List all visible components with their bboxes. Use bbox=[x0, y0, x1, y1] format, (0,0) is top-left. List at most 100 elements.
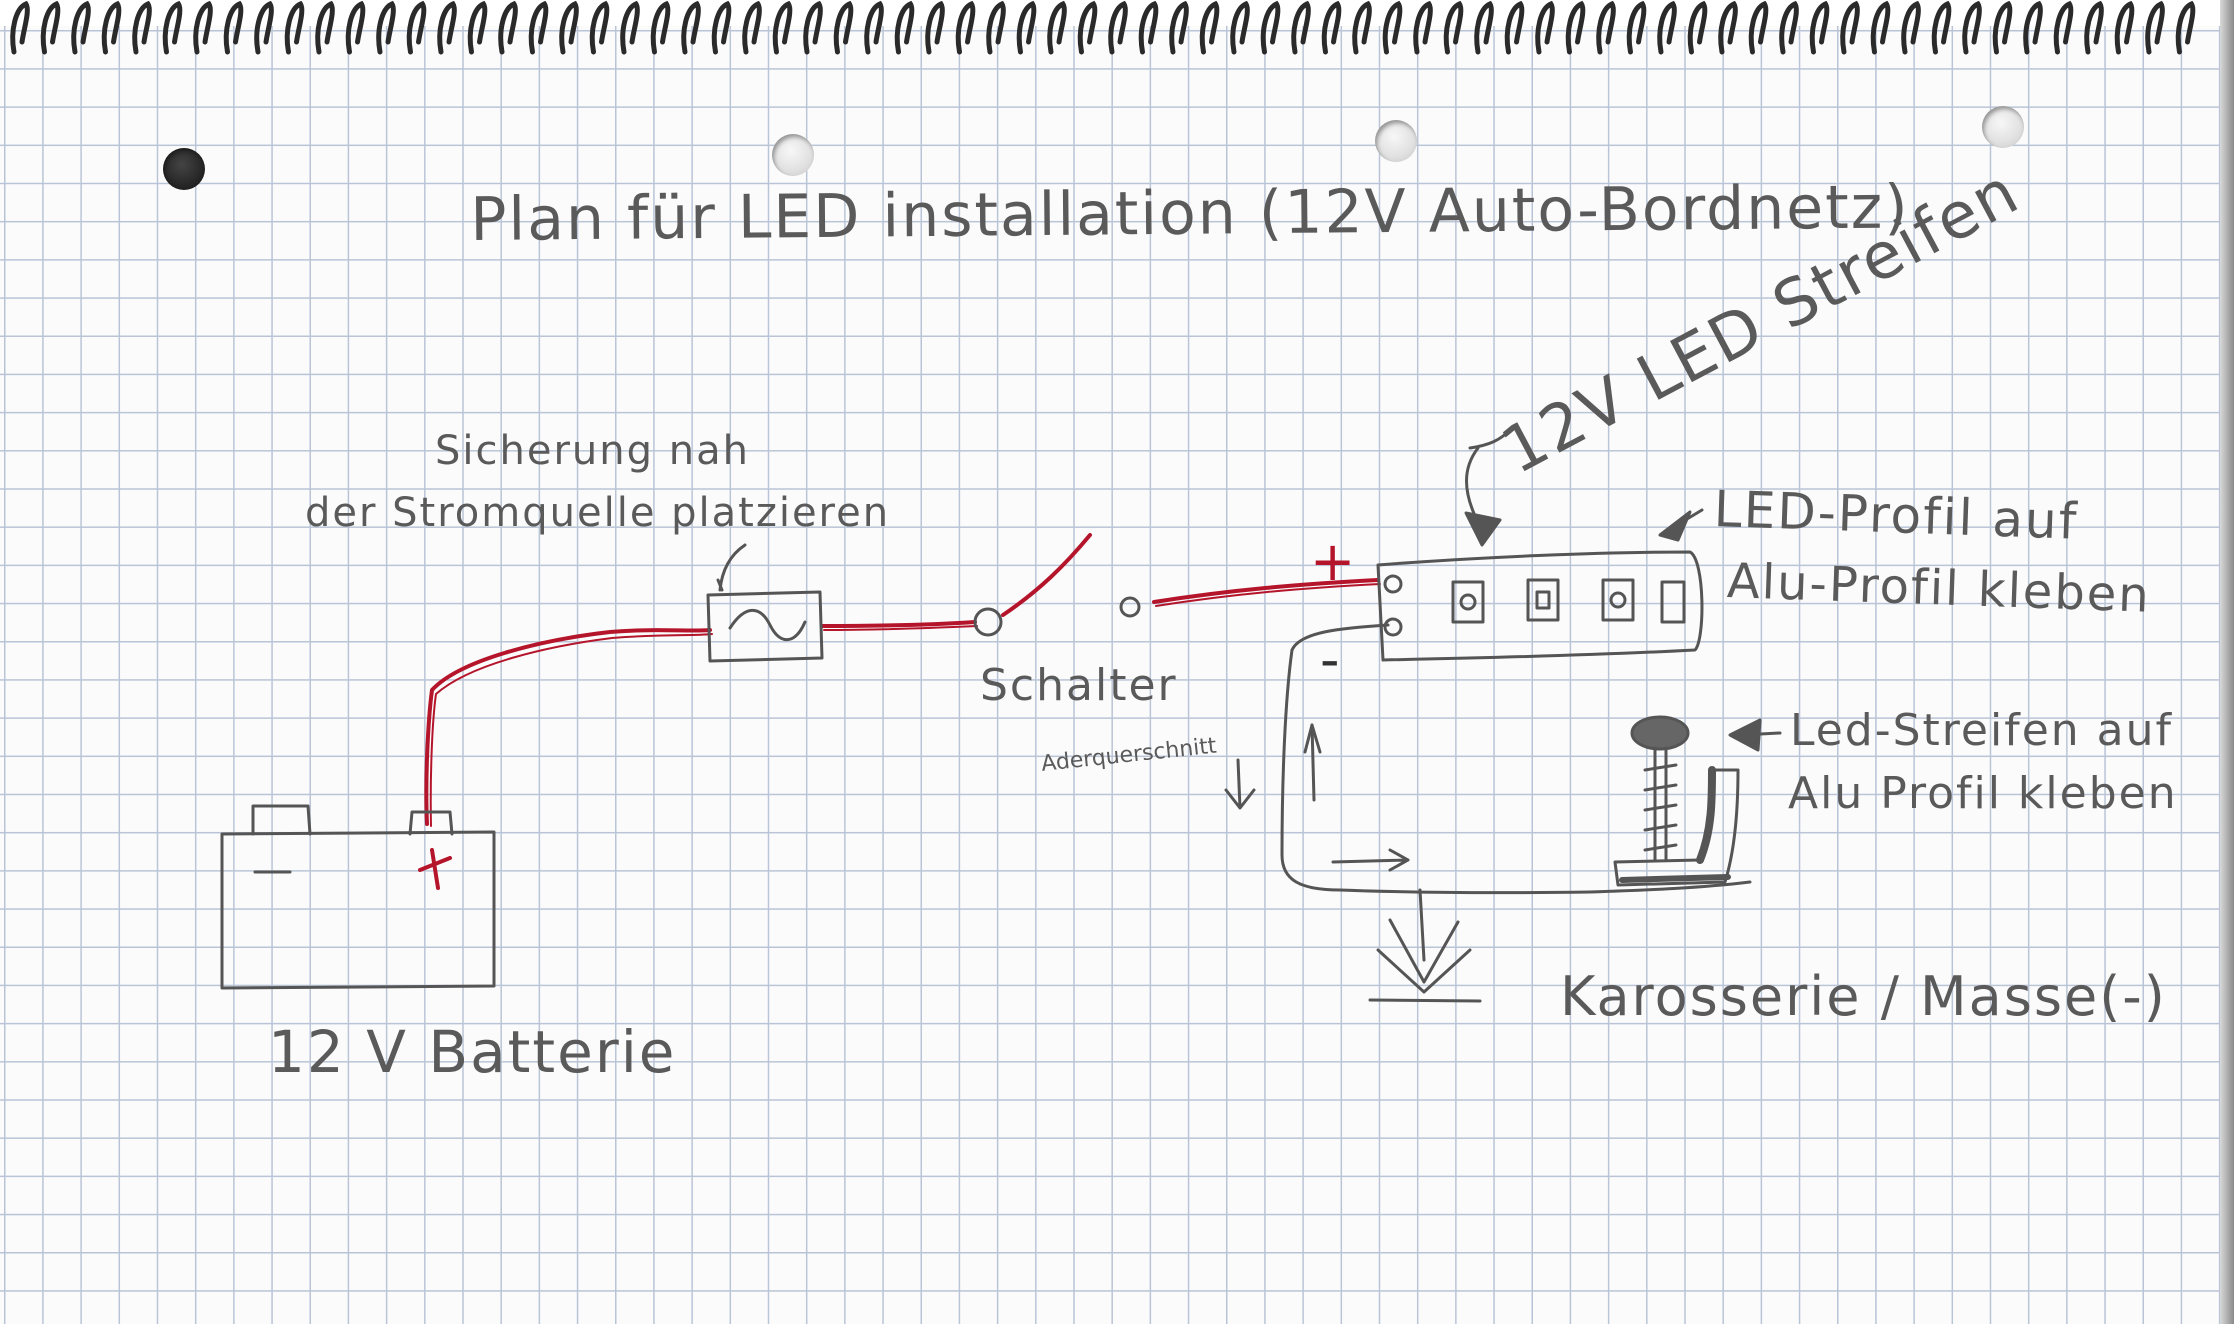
spiral-coil bbox=[193, 0, 213, 55]
strip-label-line2: Alu Profil kleben bbox=[1788, 768, 2178, 819]
led-chip-icon bbox=[1451, 578, 1686, 624]
spiral-coil bbox=[1809, 0, 1830, 55]
spiral-coil bbox=[1413, 0, 1433, 55]
spiral-coil bbox=[1901, 0, 1921, 55]
battery-icon bbox=[220, 804, 496, 990]
spiral-coil bbox=[315, 0, 335, 55]
led-profile bbox=[1376, 550, 1704, 662]
spiral-coil bbox=[345, 0, 366, 55]
spiral-coil bbox=[1321, 0, 1342, 55]
spiral-coil bbox=[650, 0, 671, 55]
switch-label: Schalter bbox=[980, 660, 1178, 711]
spiral-coil bbox=[864, 0, 884, 55]
spiral-coil bbox=[1718, 0, 1738, 55]
spiral-coil bbox=[2114, 0, 2135, 55]
spiral-coil bbox=[1626, 0, 1647, 55]
battery-label: 12 V Batterie bbox=[268, 1018, 677, 1086]
spiral-coil bbox=[498, 0, 518, 55]
spiral-coil bbox=[1687, 0, 1708, 55]
spiral-coil bbox=[376, 0, 396, 55]
spiral-coil bbox=[711, 0, 732, 55]
binder-hole-2 bbox=[772, 134, 814, 176]
spiral-coil bbox=[1657, 0, 1677, 55]
spiral-coil bbox=[1931, 0, 1952, 55]
fuse-icon bbox=[706, 578, 824, 663]
spiral-coil bbox=[467, 0, 488, 55]
strip-minus-sign: - bbox=[1320, 628, 1342, 691]
spiral-coil bbox=[1291, 0, 1311, 55]
spiral-coil bbox=[833, 0, 854, 55]
spiral-coil bbox=[437, 0, 457, 55]
spiral-coil bbox=[254, 0, 274, 55]
spiral-coil bbox=[589, 0, 610, 55]
spiral-coil bbox=[1047, 0, 1067, 55]
spiral-coil bbox=[803, 0, 823, 55]
spiral-coil bbox=[132, 0, 152, 55]
spiral-coil bbox=[71, 0, 91, 55]
spiral-coil bbox=[2053, 0, 2074, 55]
spiral-coil bbox=[894, 0, 915, 55]
switch-plus-sign: + bbox=[1310, 530, 1358, 593]
spiral-coil bbox=[101, 0, 122, 55]
spiral-coil bbox=[1596, 0, 1616, 55]
spiral-coil bbox=[620, 0, 640, 55]
ground-wire bbox=[1224, 623, 1752, 962]
spiral-coil bbox=[1352, 0, 1372, 55]
spiral-coil bbox=[1840, 0, 1860, 55]
spiral-coil bbox=[1382, 0, 1403, 55]
binder-hole-3 bbox=[1375, 120, 1417, 162]
spiral-coil bbox=[742, 0, 762, 55]
spiral-coil bbox=[1779, 0, 1799, 55]
spiral-coil bbox=[986, 0, 1006, 55]
spiral-binding bbox=[0, 0, 2234, 55]
spiral-coil bbox=[1748, 0, 1769, 55]
spiral-coil bbox=[1962, 0, 1982, 55]
spiral-coil bbox=[772, 0, 793, 55]
spiral-coil bbox=[681, 0, 701, 55]
spiral-coil bbox=[284, 0, 305, 55]
spiral-coil bbox=[1565, 0, 1586, 55]
spiral-coil bbox=[1535, 0, 1555, 55]
spiral-coil bbox=[2145, 0, 2165, 55]
page-title: Plan für LED installation (12V Auto-Bord… bbox=[470, 172, 1910, 255]
spiral-coil bbox=[162, 0, 183, 55]
strip-label-line1: Led-Streifen auf bbox=[1790, 705, 2173, 756]
binder-hole-1 bbox=[163, 148, 205, 190]
spiral-coil bbox=[406, 0, 427, 55]
spiral-coil bbox=[925, 0, 945, 55]
spiral-coil bbox=[10, 0, 30, 55]
spiral-coil bbox=[1870, 0, 1891, 55]
alu-profile bbox=[1613, 715, 1740, 887]
spiral-coil bbox=[1199, 0, 1220, 55]
spiral-coil bbox=[1504, 0, 1525, 55]
spiral-coil bbox=[1443, 0, 1464, 55]
spiral-coil bbox=[1077, 0, 1098, 55]
fuse-label-line2: der Stromquelle platzieren bbox=[305, 490, 891, 536]
ground-label: Karosserie / Masse(-) bbox=[1560, 965, 2167, 1028]
spiral-coil bbox=[40, 0, 61, 55]
fuse-label-line1: Sicherung nah bbox=[435, 428, 750, 474]
spiral-coil bbox=[1992, 0, 2013, 55]
spiral-coil bbox=[1260, 0, 1281, 55]
spiral-coil bbox=[1138, 0, 1159, 55]
positive-wire bbox=[424, 533, 1381, 827]
spiral-coil bbox=[1016, 0, 1037, 55]
spiral-coil bbox=[528, 0, 549, 55]
spiral-coil bbox=[2023, 0, 2043, 55]
spiral-coil bbox=[2084, 0, 2104, 55]
spiral-coil bbox=[1474, 0, 1494, 55]
spiral-coil bbox=[223, 0, 244, 55]
spiral-coil bbox=[1108, 0, 1128, 55]
switch-icon bbox=[973, 596, 1141, 637]
spiral-coil bbox=[559, 0, 579, 55]
spiral-coil bbox=[955, 0, 976, 55]
spiral-coil bbox=[1169, 0, 1189, 55]
spiral-coil bbox=[1230, 0, 1250, 55]
page-edge bbox=[2220, 0, 2234, 1324]
spiral-coil bbox=[2175, 0, 2196, 55]
pointer-arrow-icon bbox=[1464, 428, 1782, 752]
ground-icon bbox=[1368, 918, 1482, 1003]
binder-hole-4 bbox=[1982, 106, 2024, 148]
